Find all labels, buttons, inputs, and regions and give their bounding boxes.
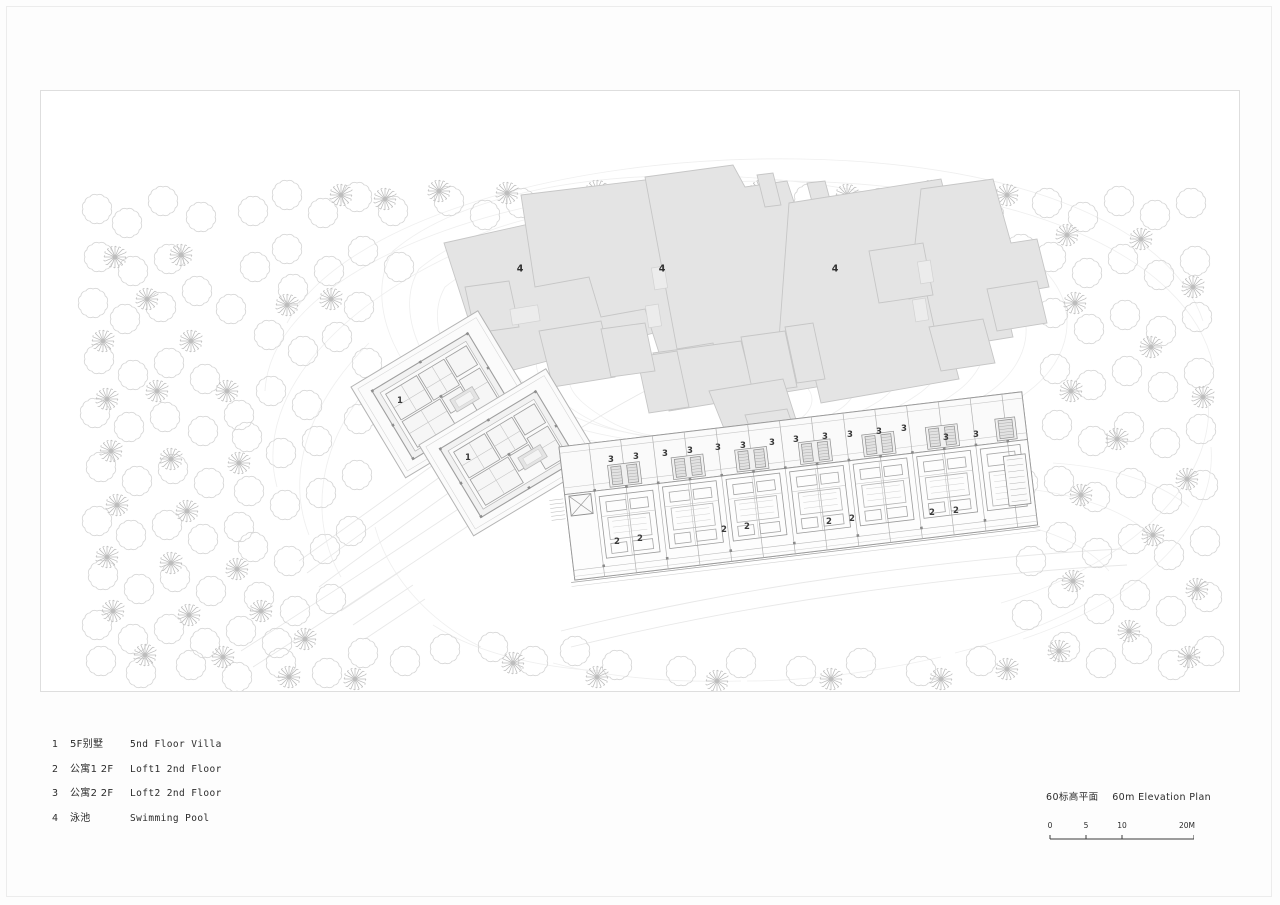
- legend-label-cn: 泳池: [70, 812, 91, 824]
- loft2-key-label: 3: [901, 423, 907, 434]
- loft2-key-label: 3: [687, 445, 693, 456]
- stair-core: [607, 416, 1018, 488]
- apartment-row-building: [549, 391, 1041, 587]
- loft1-key-label: 2: [826, 516, 832, 527]
- loft1-key-label: 2: [721, 524, 727, 535]
- legend-label-en: Swimming Pool: [130, 812, 210, 824]
- loft1-key-label: 2: [614, 536, 620, 547]
- loft2-key-label: 3: [973, 429, 979, 440]
- pool-key-label: 4: [658, 263, 666, 275]
- legend-label-en: Loft2 2nd Floor: [130, 788, 222, 799]
- villa-plot-west: [350, 310, 534, 479]
- loft1-key-label: 2: [953, 505, 959, 516]
- sheet-title-cn: 60标高平面: [1046, 792, 1099, 803]
- legend-label-en: 5nd Floor Villa: [130, 739, 222, 750]
- loft1-key-label: 2: [744, 521, 750, 532]
- loft2-key-label: 3: [608, 454, 614, 465]
- scale-bar: 0 5 10 20M: [1047, 821, 1196, 846]
- legend-label-cn: 公寓1 2F: [70, 763, 114, 775]
- pool-inner-voids: [509, 259, 935, 329]
- loft2-key-label: 3: [847, 429, 853, 440]
- loft2-key-label: 3: [943, 432, 949, 443]
- legend-number: 1: [52, 739, 59, 750]
- scale-tick-label: 20M: [1178, 821, 1196, 830]
- loft2-key-label: 3: [793, 434, 799, 445]
- legend-item-loft2: 3 公寓2 2F Loft2 2nd Floor: [52, 784, 222, 809]
- title-block: 60标高平面 60m Elevation Plan: [1046, 789, 1211, 803]
- legend-label-cn: 5F别墅: [70, 739, 104, 750]
- loft2-key-label: 3: [769, 437, 775, 448]
- loft1-key-label: 2: [929, 507, 935, 518]
- scale-tick-label: 10: [1117, 821, 1127, 830]
- legend-number: 3: [52, 788, 59, 799]
- pool-key-label: 4: [516, 263, 524, 275]
- loft2-key-label: 3: [740, 440, 746, 451]
- east-stair: [1002, 453, 1032, 507]
- scale-tick-label: 0: [1047, 821, 1053, 830]
- legend-label-en: Loft1 2nd Floor: [130, 763, 222, 775]
- service-core-box: [568, 493, 594, 517]
- loft1-key-label: 2: [637, 533, 643, 544]
- legend-number: 4: [52, 812, 59, 824]
- legend-number: 2: [52, 763, 59, 775]
- loft1-key-label: 2: [849, 513, 855, 524]
- villa-key-label: 1: [465, 452, 471, 463]
- pool-key-label: 4: [831, 263, 839, 275]
- loft2-key-label: 3: [662, 448, 668, 459]
- legend-label-cn: 公寓2 2F: [70, 788, 114, 799]
- villa-plot-east: [418, 368, 602, 537]
- site-plan-drawing: [77, 158, 1225, 691]
- legend-item-villa: 1 5F别墅 5nd Floor Villa: [52, 735, 222, 760]
- legend-item-pool: 4 泳池 Swimming Pool: [52, 809, 222, 834]
- loft2-key-label: 3: [876, 426, 882, 437]
- loft2-key-label: 3: [715, 442, 721, 453]
- site-plan-frame: 4 4 4 1 1 3 3 3 3 3 3 3 3 3 3 3 3 3 3 2 …: [40, 90, 1240, 692]
- sheet-title-en: 60m Elevation Plan: [1112, 792, 1212, 803]
- sheet-title: 60标高平面 60m Elevation Plan: [1046, 789, 1211, 803]
- loft2-key-label: 3: [822, 431, 828, 442]
- villa-key-label: 1: [397, 395, 403, 406]
- loft2-key-label: 3: [633, 451, 639, 462]
- legend: 1 5F别墅 5nd Floor Villa 2 公寓1 2F Loft1 2n…: [52, 735, 222, 833]
- scale-tick-label: 5: [1083, 821, 1089, 830]
- legend-item-loft1: 2 公寓1 2F Loft1 2nd Floor: [52, 760, 222, 785]
